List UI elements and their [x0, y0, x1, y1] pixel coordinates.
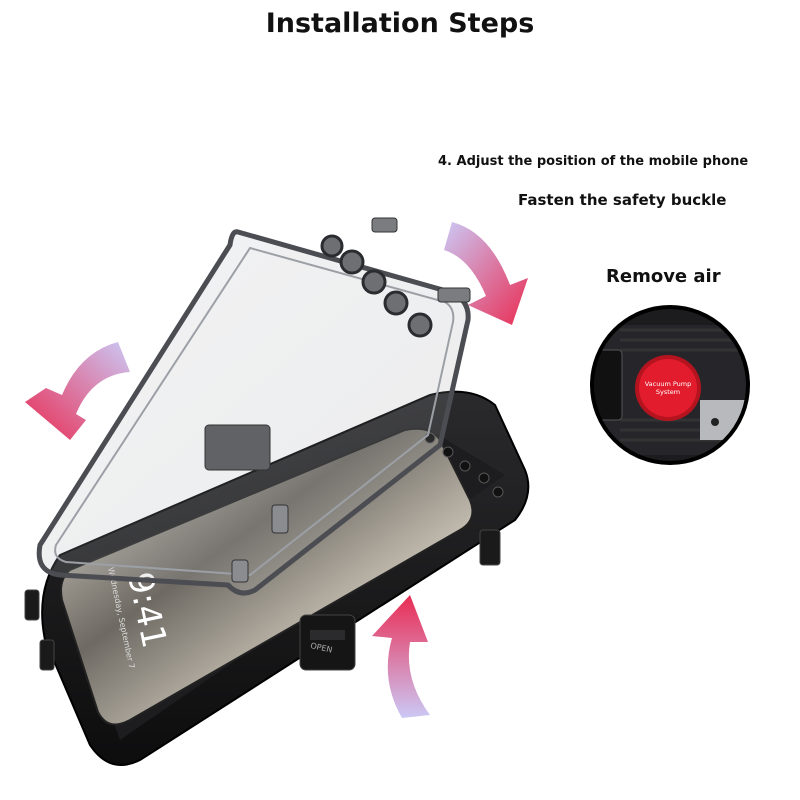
pump-label-line2: System — [656, 388, 680, 396]
safety-buckle: OPEN — [299, 614, 356, 671]
down-arrow-icon — [444, 222, 528, 325]
vacuum-pump-detail: Vacuum Pump System — [590, 305, 750, 465]
page-title: Installation Steps — [265, 8, 535, 39]
down-left-arrow-icon — [25, 342, 130, 440]
transparent-lid — [36, 217, 471, 596]
fasten-buckle-label: Fasten the safety buckle — [518, 191, 727, 209]
pump-label-line1: Vacuum Pump — [645, 380, 692, 388]
up-arrow-icon — [372, 595, 430, 718]
remove-air-label: Remove air — [606, 266, 721, 287]
step-4-label: 4. Adjust the position of the mobile pho… — [438, 154, 749, 169]
lid-buttons — [320, 234, 433, 338]
